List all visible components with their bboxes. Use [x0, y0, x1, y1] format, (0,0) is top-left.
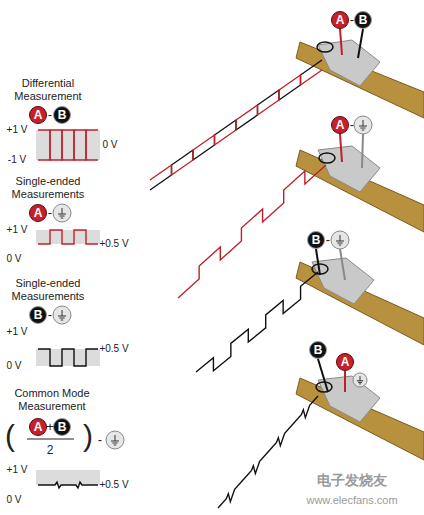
- channel-letter: B: [58, 109, 67, 121]
- operator: -: [48, 308, 52, 323]
- channel-b-circle: B: [53, 106, 71, 124]
- ground-symbol: [53, 306, 71, 324]
- channel-a-circle: A: [336, 353, 354, 371]
- ground-symbol: [353, 373, 367, 387]
- probe-board: [296, 42, 424, 460]
- channel-letter: A: [34, 109, 43, 121]
- channel-a-circle: A: [29, 204, 47, 222]
- channel-letter: A: [341, 356, 350, 368]
- channel-letter: B: [359, 14, 368, 26]
- operator: -: [326, 233, 330, 248]
- watermark: 电子发烧友: [317, 472, 387, 488]
- channel-letter: A: [336, 119, 345, 131]
- axis-value: +0.5 V: [99, 479, 128, 491]
- channel-letter: B: [34, 309, 43, 321]
- channel-a-circle: A: [29, 106, 47, 124]
- channel-b-circle: B: [309, 341, 327, 359]
- axis-value: 0 V: [6, 360, 21, 372]
- probe-wire: [312, 29, 363, 392]
- channel-letter: A: [34, 207, 43, 219]
- channel-b-circle: B: [29, 306, 47, 324]
- axis-value: +1 V: [7, 464, 28, 476]
- operator: -: [98, 433, 102, 448]
- axis-value: 0 V: [102, 139, 117, 151]
- channel-letter: B: [314, 344, 323, 356]
- bracket: ): [83, 419, 93, 454]
- channel-letter: B: [312, 234, 321, 246]
- ground-symbol: [53, 204, 71, 222]
- title: Single-ended Measurements: [3, 277, 93, 302]
- ground-symbol: [53, 116, 372, 449]
- title: Single-ended Measurements: [3, 175, 93, 200]
- channel-a-circle: A: [331, 116, 349, 134]
- ground-symbol: [354, 116, 372, 134]
- fraction-bar: [27, 438, 74, 439]
- ground-symbol: [106, 431, 124, 449]
- channel-letter: A: [34, 421, 43, 433]
- operator: -: [350, 118, 354, 133]
- axis-value: +0.5 V: [99, 238, 128, 250]
- watermark: www.elecfans.com: [306, 494, 397, 507]
- title: Common Mode Measurement: [2, 387, 102, 412]
- divisor: 2: [47, 444, 54, 458]
- channel-a-circle: A: [29, 418, 47, 436]
- channel-b-circle: B: [354, 11, 372, 29]
- title: Differential Measurement: [3, 77, 93, 102]
- channel-letter: B: [58, 421, 67, 433]
- ground-symbol: [331, 231, 349, 249]
- axis-value: +1 V: [7, 326, 28, 338]
- bracket: (: [5, 419, 15, 454]
- operator: -: [350, 13, 354, 28]
- axis-value: 0 V: [6, 253, 21, 265]
- axis-value: -1 V: [8, 154, 26, 166]
- axis-value: 0 V: [6, 494, 21, 506]
- operator: -: [48, 206, 52, 221]
- waveform: [38, 60, 326, 508]
- operator: -: [48, 108, 52, 123]
- axis-value: +1 V: [7, 124, 28, 136]
- axis-value: +1 V: [7, 224, 28, 236]
- channel-b-circle: B: [307, 231, 325, 249]
- axis-value: +0.5 V: [99, 343, 128, 355]
- channel-a-circle: A: [331, 11, 349, 29]
- probe-body: [312, 40, 380, 422]
- channel-letter: A: [336, 14, 345, 26]
- channel-b-circle: B: [53, 418, 71, 436]
- operator: +: [46, 420, 54, 435]
